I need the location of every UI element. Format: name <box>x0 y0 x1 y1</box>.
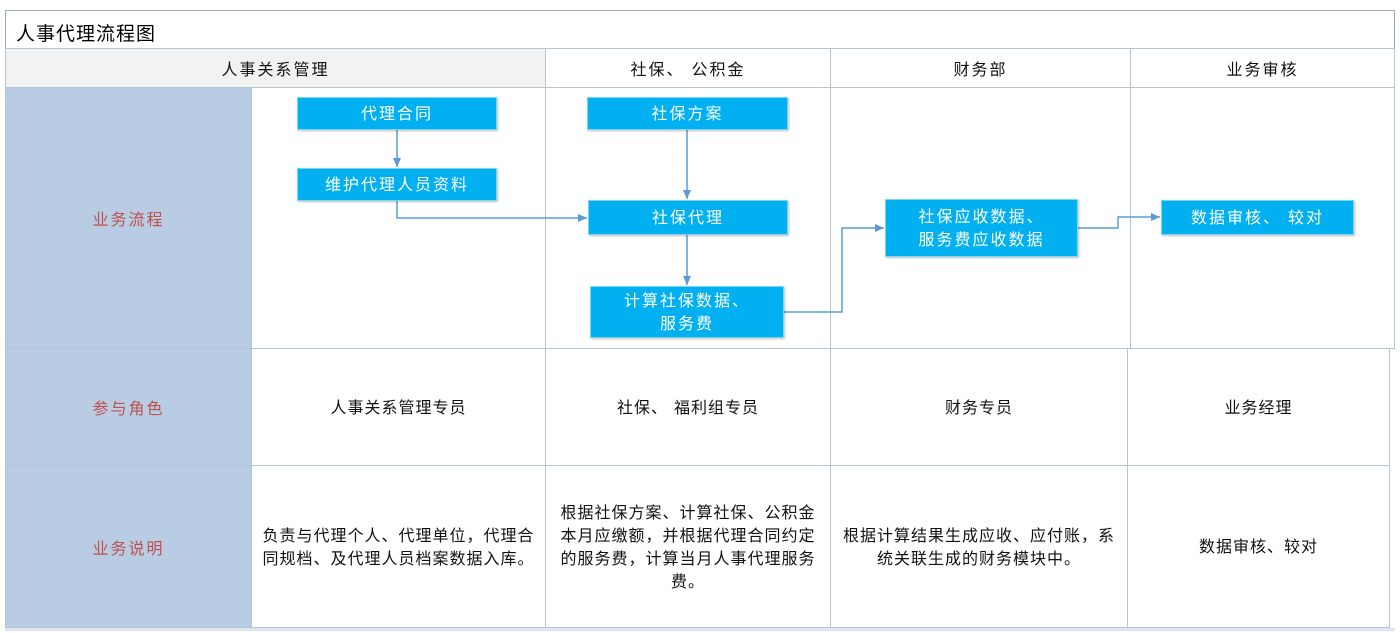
box-maintain-personnel: 维护代理人员资料 <box>297 168 497 201</box>
box-social-agent: 社保代理 <box>588 200 788 235</box>
diagram-title: 人事代理流程图 <box>16 23 157 45</box>
row-label-notes: 业务说明 <box>5 465 252 628</box>
row-label-process: 业务流程 <box>5 87 252 349</box>
note-social: 根据社保方案、计算社保、公积金本月应缴额，并根据代理合同约定的服务费，计算当月人… <box>545 465 831 628</box>
box-social-plan: 社保方案 <box>587 97 788 130</box>
bottom-border <box>5 628 1395 631</box>
box-agency-contract-label: 代理合同 <box>360 104 433 123</box>
box-data-audit-label: 数据审核、 较对 <box>1190 208 1325 227</box>
column-header-audit: 业务审核 <box>1130 48 1395 88</box>
role-audit: 业务经理 <box>1127 348 1390 466</box>
box-calc-data: 计算社保数据、 服务费 <box>590 286 784 338</box>
column-header-hr: 人事关系管理 <box>5 48 546 88</box>
box-social-agent-label: 社保代理 <box>651 208 724 227</box>
box-calc-data-line2: 服务费 <box>659 314 714 333</box>
box-receivable-data-line1: 社保应收数据、 <box>918 207 1045 226</box>
box-receivable-data: 社保应收数据、 服务费应收数据 <box>885 199 1078 257</box>
note-hr: 负责与代理个人、代理单位，代理合同规档、及代理人员档案数据入库。 <box>251 465 546 628</box>
column-header-finance: 财务部 <box>830 48 1131 88</box>
role-social: 社保、 福利组专员 <box>545 348 831 466</box>
title-bar: 人事代理流程图 <box>5 10 1395 48</box>
box-maintain-personnel-label: 维护代理人员资料 <box>324 175 469 194</box>
role-finance: 财务专员 <box>830 348 1128 466</box>
box-agency-contract: 代理合同 <box>297 97 497 130</box>
row-label-roles: 参与角色 <box>5 348 252 466</box>
box-social-plan-label: 社保方案 <box>651 104 724 123</box>
note-finance: 根据计算结果生成应收、应付账，系统关联生成的财务模块中。 <box>830 465 1128 628</box>
role-hr: 人事关系管理专员 <box>251 348 546 466</box>
column-header-social-security: 社保、 公积金 <box>545 48 831 88</box>
box-calc-data-line1: 计算社保数据、 <box>623 291 750 310</box>
box-receivable-data-line2: 服务费应收数据 <box>918 230 1045 249</box>
box-data-audit: 数据审核、 较对 <box>1161 200 1354 235</box>
note-audit: 数据审核、较对 <box>1127 465 1390 628</box>
